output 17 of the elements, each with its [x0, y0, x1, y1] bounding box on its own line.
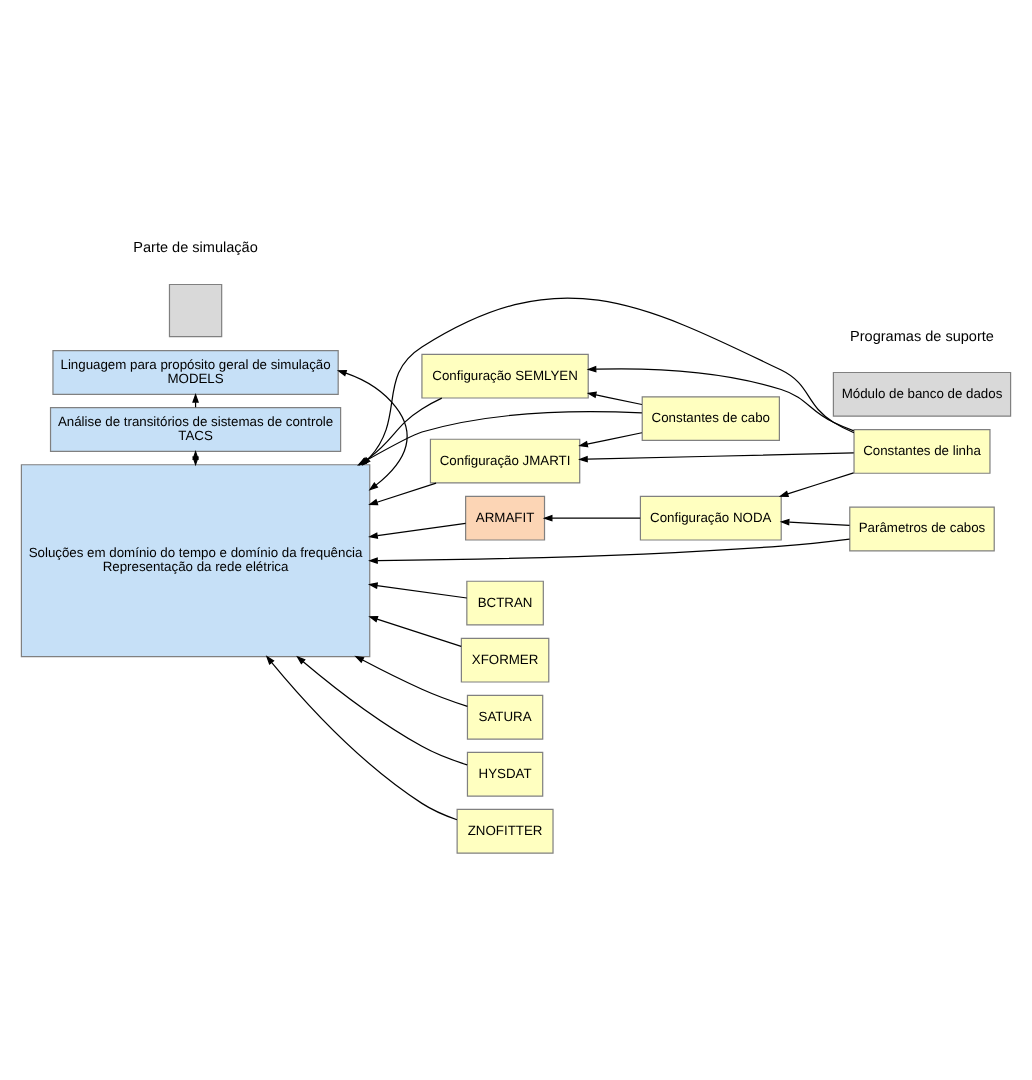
arrow: [367, 582, 468, 599]
arrow: [368, 615, 462, 647]
arrow: [368, 538, 851, 564]
node-box: [168, 283, 223, 338]
arrow: [779, 518, 851, 526]
arrow: [542, 514, 641, 522]
arrow: [336, 369, 408, 491]
arrow: [578, 432, 643, 448]
arrow: [586, 365, 855, 432]
arrow: [354, 655, 468, 708]
arrow: [265, 655, 458, 821]
arrow: [368, 482, 437, 506]
arrow: [578, 452, 855, 463]
arrow: [296, 655, 468, 766]
arrow: [778, 472, 855, 498]
arrow: [586, 391, 643, 406]
arrow: [368, 522, 467, 539]
